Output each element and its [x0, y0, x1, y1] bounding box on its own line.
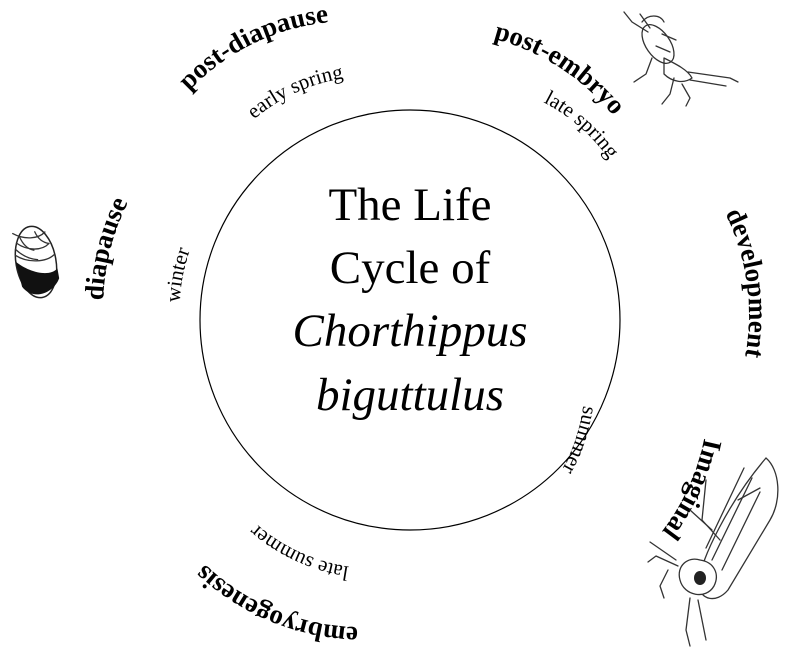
- grasshopper-nymph-icon: [624, 12, 738, 106]
- stage-text-diapause: diapause: [79, 192, 133, 301]
- season-label-winter: winter: [161, 244, 195, 303]
- season-label-late-summer: late summer: [244, 520, 350, 585]
- stage-label-development: development: [720, 203, 773, 360]
- stage-text-imaginal: Imaginal: [657, 437, 728, 547]
- title-line-3: Chorthippus: [292, 305, 527, 357]
- season-label-early-spring: early spring: [242, 59, 345, 123]
- season-text-late-summer: late summer: [244, 520, 350, 585]
- season-text-winter: winter: [161, 244, 195, 303]
- egg-pod-icon: [10, 223, 62, 301]
- season-text-summer: summer: [558, 405, 603, 479]
- stage-label-imaginal: Imaginal: [657, 437, 728, 547]
- season-label-summer: summer: [558, 405, 603, 479]
- stage-text-development: development: [720, 203, 773, 360]
- season-text-early-spring: early spring: [242, 59, 345, 123]
- title-line-1: The Life: [328, 179, 491, 231]
- stage-label-diapause: diapause: [79, 192, 133, 301]
- title-line-2: Cycle of: [330, 242, 491, 294]
- title-line-4: biguttulus: [316, 369, 504, 421]
